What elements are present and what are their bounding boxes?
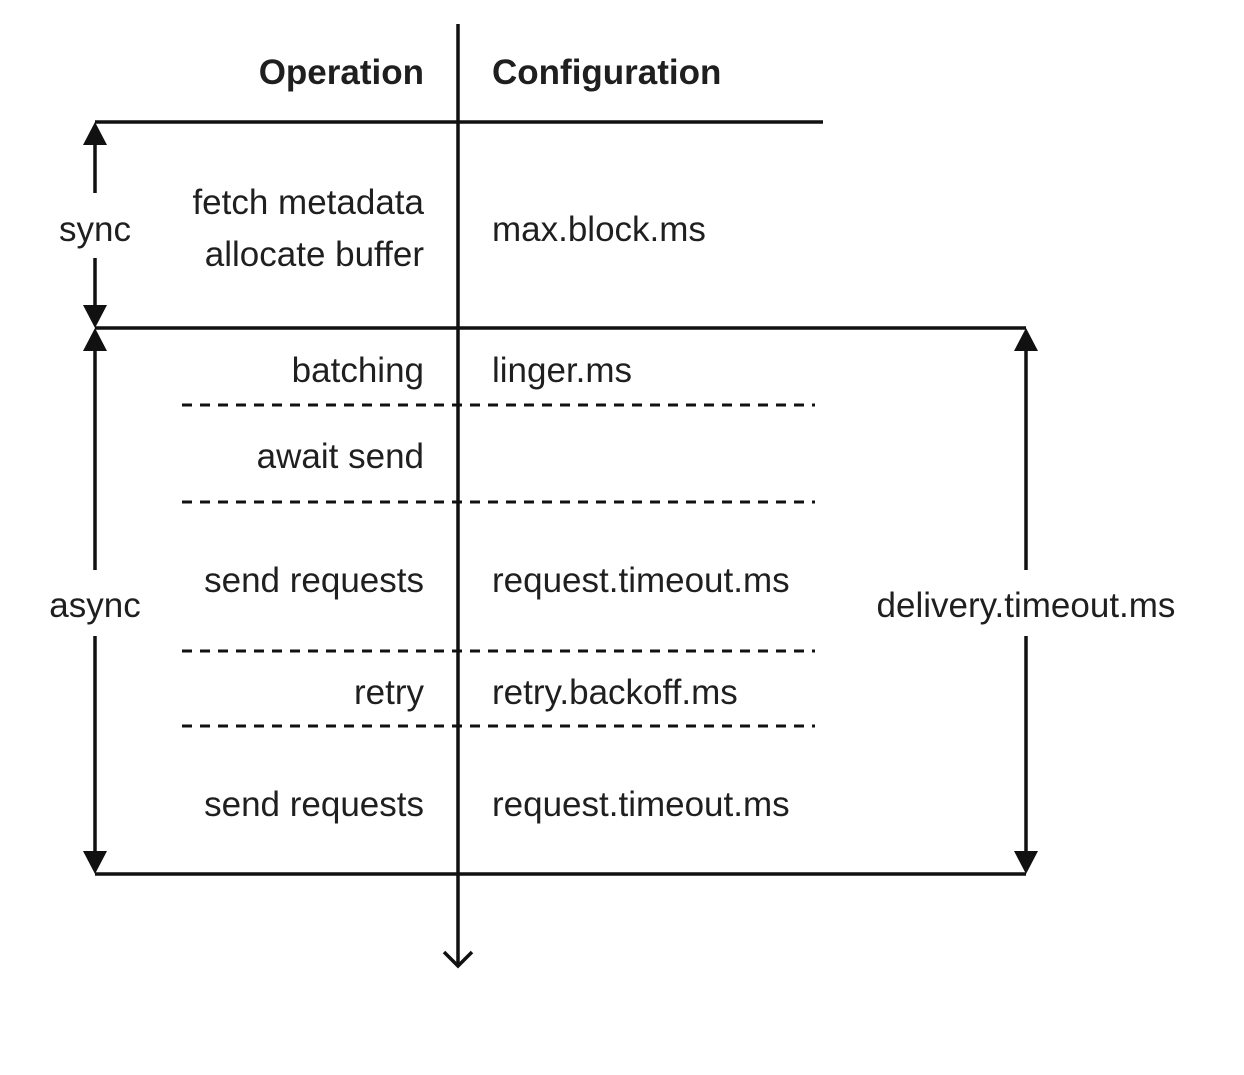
config-label: max.block.ms xyxy=(492,210,706,249)
sync-arrow-down-icon xyxy=(83,305,107,328)
operation-label: fetch metadata xyxy=(192,183,424,222)
config-label: retry.backoff.ms xyxy=(492,673,738,712)
delivery-arrow-down-icon xyxy=(1014,851,1038,874)
delivery-arrow-up-icon xyxy=(1014,328,1038,351)
async-label: async xyxy=(49,586,140,625)
header-operation: Operation xyxy=(259,53,424,92)
async-arrow-down-icon xyxy=(83,851,107,874)
operation-label: allocate buffer xyxy=(205,235,425,274)
delivery-timeout-label: delivery.timeout.ms xyxy=(877,586,1176,625)
async-arrow-up-icon xyxy=(83,328,107,351)
config-label: request.timeout.ms xyxy=(492,785,790,824)
timeline-arrow-icon xyxy=(442,950,474,969)
sync-label: sync xyxy=(59,210,131,249)
header-configuration: Configuration xyxy=(492,53,721,92)
operation-label: retry xyxy=(354,673,425,712)
config-label: linger.ms xyxy=(492,351,632,390)
operation-label: send requests xyxy=(204,561,424,600)
operation-label: await send xyxy=(257,437,424,476)
config-label: request.timeout.ms xyxy=(492,561,790,600)
sync-arrow-up-icon xyxy=(83,122,107,145)
operation-label: batching xyxy=(292,351,424,390)
operation-label: send requests xyxy=(204,785,424,824)
